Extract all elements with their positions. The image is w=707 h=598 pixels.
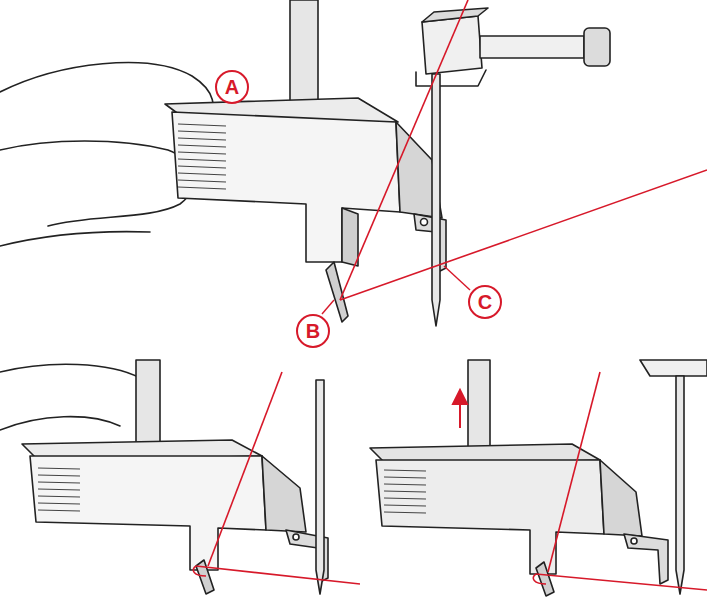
callout-circle: C [468, 285, 502, 319]
callout-letter: B [306, 321, 320, 341]
callout-circle: B [296, 314, 330, 348]
callout-letter: A [225, 77, 239, 97]
callout-circle: A [215, 70, 249, 104]
callout-letter: C [478, 292, 492, 312]
